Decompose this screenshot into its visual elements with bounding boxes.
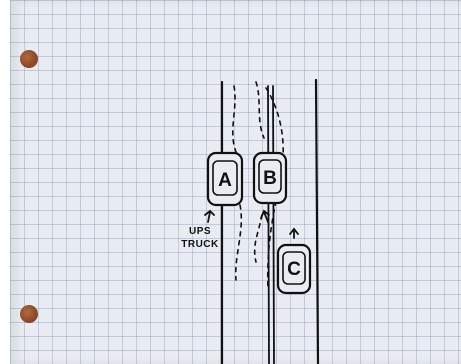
center-line-right (273, 86, 274, 364)
arrow-car-c (290, 229, 298, 238)
car-b: B (254, 153, 286, 203)
annotation-line1: UPS (189, 226, 211, 237)
car-b-label: B (263, 168, 277, 189)
car-c-label: C (287, 259, 301, 280)
road-right-edge (316, 80, 318, 364)
center-line-left (268, 86, 269, 364)
car-c: C (278, 245, 310, 293)
annotation-line2: TRUCK (181, 239, 219, 250)
car-a: A (208, 153, 242, 205)
arrow-to-car-a (205, 211, 214, 222)
car-a-label: A (218, 170, 232, 191)
